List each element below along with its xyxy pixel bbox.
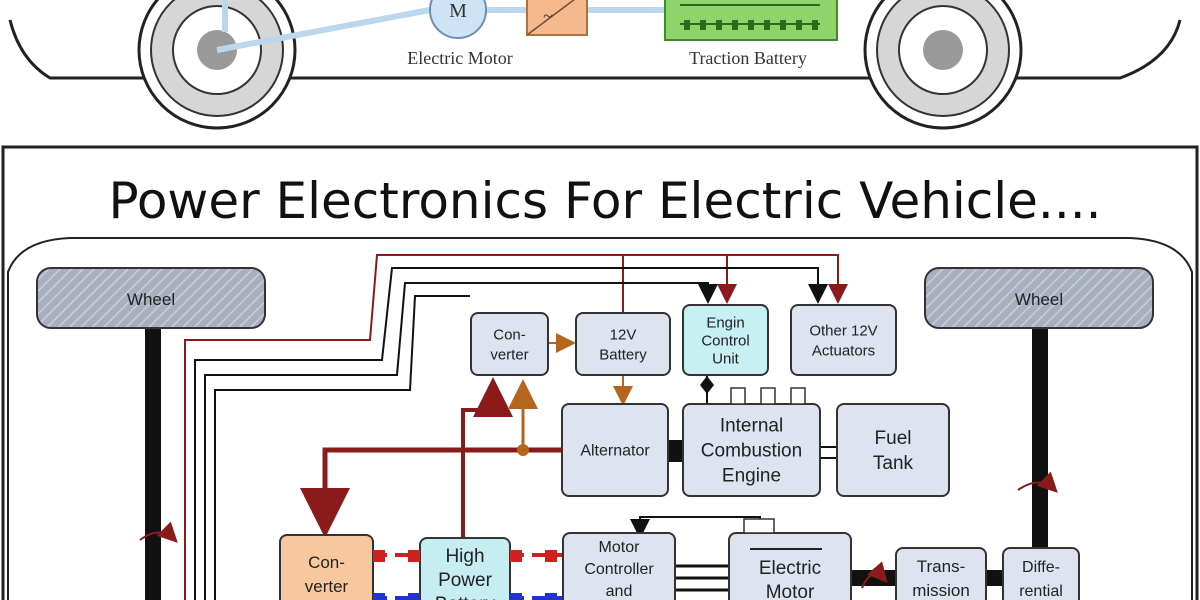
electric-motor-block-label: Motor bbox=[766, 582, 815, 600]
high-power-battery-block-label: Power bbox=[438, 570, 493, 591]
actuators-block: Other 12V Actuators bbox=[790, 304, 897, 376]
negative-terminal bbox=[373, 593, 385, 600]
transmission-block: Trans-mission bbox=[895, 547, 987, 600]
car-body-outline bbox=[8, 19, 1182, 80]
fuel-tank-block-label: Fuel bbox=[875, 428, 912, 449]
fuel-tank-block-label: Tank bbox=[873, 453, 914, 474]
ice-block-label: Internal bbox=[720, 416, 783, 437]
signal-wiring bbox=[184, 254, 848, 600]
high-power-battery-block-label: High bbox=[445, 546, 484, 567]
left-rotation-arrow bbox=[139, 521, 178, 543]
differential-block: Diffe-rential bbox=[1002, 547, 1080, 600]
inverter-symbol: ~ bbox=[543, 6, 553, 26]
electric-motor-block-label: Electric bbox=[759, 558, 821, 579]
positive-terminal bbox=[373, 550, 385, 562]
right-axle bbox=[1032, 326, 1048, 556]
left-wheel: Wheel bbox=[36, 267, 266, 329]
motor-rotation-arrow bbox=[861, 561, 888, 589]
top-motor-icon: M bbox=[429, 0, 487, 39]
ecu-block-label: Engin bbox=[706, 314, 744, 331]
positive-terminal bbox=[408, 550, 420, 562]
motor-controller-block-label: and bbox=[606, 583, 633, 600]
ecu-block-label: Unit bbox=[712, 350, 740, 367]
top-left-wheel bbox=[137, 0, 297, 130]
top-right-wheel bbox=[863, 0, 1023, 130]
converter-12v-block: Con-verter bbox=[470, 312, 549, 376]
ice-cylinder bbox=[730, 387, 746, 405]
top-inverter-icon: ~ bbox=[526, 0, 588, 36]
differential-block-label: rential bbox=[1019, 583, 1063, 600]
converter-12v-block-label: verter bbox=[490, 346, 528, 363]
electric-motor-label: Electric Motor bbox=[407, 48, 512, 68]
right-wheel-label: Wheel bbox=[1015, 290, 1063, 309]
positive-terminal bbox=[545, 550, 557, 562]
motor-controller-block-label: Controller bbox=[584, 561, 654, 578]
traction-battery-label: Traction Battery bbox=[689, 48, 807, 68]
battery-12v-block: 12V Battery bbox=[575, 312, 671, 376]
left-axle bbox=[145, 326, 161, 600]
converter-12v-block-label: Con- bbox=[493, 326, 526, 343]
differential-block-label: Diffe- bbox=[1022, 559, 1060, 576]
motor-symbol: M bbox=[449, 0, 467, 22]
converter-block-label: verter bbox=[305, 577, 349, 596]
battery-12v-block-label: Battery bbox=[599, 346, 647, 363]
actuators-block-label: Other 12V bbox=[809, 322, 877, 339]
negative-terminal bbox=[510, 593, 522, 600]
motor-controller-block-label: Motor bbox=[599, 539, 641, 556]
converter-block: Con-verter bbox=[279, 534, 374, 600]
ice-cylinder bbox=[790, 387, 806, 405]
ice-block-label: Engine bbox=[722, 466, 781, 487]
positive-terminal bbox=[510, 550, 522, 562]
battery-12v-block-label: 12V bbox=[610, 326, 637, 343]
ecu-block-label: Control bbox=[701, 332, 749, 349]
drive-shaft bbox=[216, 7, 431, 53]
top-traction-battery bbox=[664, 0, 838, 41]
top-car-illustration: M ~ Electric Motor Traction Battery bbox=[8, 0, 1182, 130]
power-wiring bbox=[300, 333, 1004, 600]
high-power-battery-block-label: Battery bbox=[435, 594, 496, 600]
motor-underline bbox=[750, 548, 822, 550]
actuators-block-label: Actuators bbox=[812, 342, 875, 359]
diagram-title: Power Electronics For Electric Vehicle..… bbox=[108, 172, 1101, 230]
motor-terminal bbox=[743, 518, 775, 534]
inner-car-outline bbox=[7, 237, 1193, 600]
right-rotation-arrow bbox=[1017, 471, 1058, 493]
transmission-block-label: mission bbox=[912, 581, 970, 600]
ice-block-label: Combustion bbox=[701, 441, 802, 462]
alternator-block-label: Alternator bbox=[580, 443, 650, 460]
alternator-block: Alternator bbox=[561, 403, 669, 497]
ice-cylinder bbox=[760, 387, 776, 405]
right-wheel: Wheel bbox=[924, 267, 1154, 329]
left-wheel-label: Wheel bbox=[127, 290, 175, 309]
negative-terminal bbox=[408, 593, 420, 600]
high-power-battery-block: HighPowerBattery bbox=[419, 537, 511, 600]
negative-terminal bbox=[545, 593, 557, 600]
converter-block-label: Con- bbox=[308, 553, 345, 572]
transmission-block-label: Trans- bbox=[917, 557, 966, 576]
